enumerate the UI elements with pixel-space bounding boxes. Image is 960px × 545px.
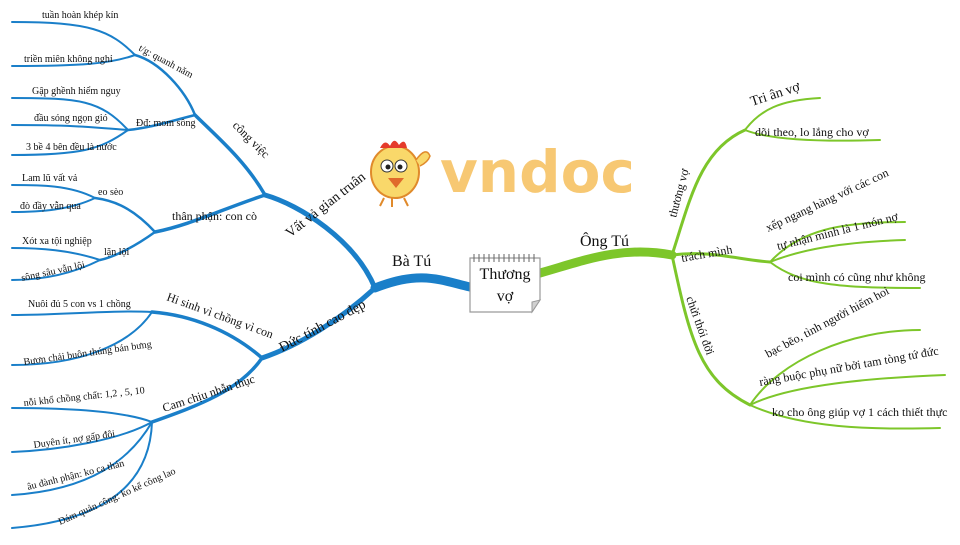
branch-hi-sinh <box>150 310 264 360</box>
sub-label-quanh-nam: t/g: quanh năm <box>137 43 195 81</box>
branch-than-phan <box>153 193 267 234</box>
branch-ba-tu <box>370 273 475 293</box>
leaf-doi-theo: dõi theo, lo lắng cho vợ <box>755 125 869 139</box>
group-label-duc-tinh: Đức tính cao đẹp <box>277 297 369 355</box>
branch-cong-viec <box>193 113 267 197</box>
branch-label-thuong-vo: thương vợ <box>665 167 692 219</box>
leaf-buon-chai: Bươn chải buôn thúng bán bưng <box>23 339 152 368</box>
leaf-trien-mien: triền miên không nghỉ <box>24 54 113 65</box>
right-branches <box>535 97 946 430</box>
leaf-bac-beo: bạc bẽo, tình người hiếm hoi <box>763 283 892 361</box>
leaf-dau-song: đầu sóng ngọn gió <box>34 113 108 124</box>
leaf-gap-ghenh: Gập ghềnh hiểm nguy <box>32 86 121 97</box>
center-title-line2: vợ <box>497 288 514 305</box>
leaf-do-day: đò đầy vẫn qua <box>20 201 81 212</box>
branch-ong-tu <box>535 247 677 278</box>
sub-label-lan-loi: lặn lội <box>104 247 129 258</box>
sub-label-eo-seo: eo sèo <box>98 187 123 198</box>
leaf-au-danh: âu đành phận: ko ca thán <box>26 458 125 493</box>
leaf-nuoi-du: Nuôi đủ 5 con vs 1 chồng <box>28 299 131 310</box>
sub-label-than-phan: thân phận: con cò <box>172 209 257 223</box>
leaf-noi-kho: nỗi khổ chồng chất: 1,2 , 5, 10 <box>23 385 145 409</box>
logo-text: vndoc <box>440 138 635 206</box>
leaf-3-be: 3 bề 4 bên đều là nước <box>26 142 117 153</box>
leaf-duyen-it: Duyên ít, nợ gấp đôi <box>33 429 116 451</box>
left-branches <box>11 21 475 529</box>
leaf-ko-cho: ko cho ông giúp vợ 1 cách thiết thực <box>772 405 947 419</box>
branch-label-trach-minh: trách mình <box>680 242 733 265</box>
sub-label-mom-song: Đđ: mom sông <box>136 118 195 129</box>
main-label-ong-tu: Ông Tú <box>580 231 629 250</box>
branch-thuong-vo <box>670 128 747 257</box>
leaf-coi-minh: coi mình có cũng như không <box>788 270 925 284</box>
sub-label-cam-chiu: Cam chịu nhẫn thục <box>161 372 257 415</box>
branch-duc-tinh <box>259 285 378 361</box>
leaf-xot-xa: Xót xa tội nghiệp <box>22 236 92 247</box>
logo: vndoc <box>370 138 635 207</box>
center-title-line1: Thương <box>480 266 531 283</box>
leaf-lam-lu: Lam lũ vất vả <box>22 173 78 184</box>
chicken-mascot-icon <box>370 140 431 207</box>
branch-vat-va <box>262 192 378 291</box>
left-labels: Bà Tú Vất vả gian truân công việc t/g: q… <box>20 10 431 528</box>
branch-cam-chiu <box>150 356 264 424</box>
branch-trach-minh <box>670 252 772 264</box>
center-note: Thương vợ <box>469 254 542 314</box>
leaf-song-sau: sông sâu vẫn lội <box>20 260 86 284</box>
branch-chui-thoi-doi <box>670 253 752 407</box>
main-label-ba-tu: Bà Tú <box>392 253 431 270</box>
leaf-tuan-hoan: tuần hoàn khép kín <box>42 10 118 21</box>
